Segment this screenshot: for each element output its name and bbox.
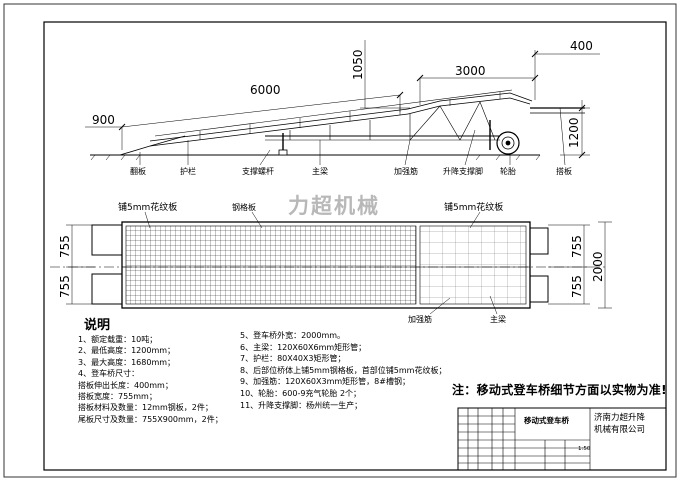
label-support-screw: 支撑螺杆: [242, 166, 274, 176]
notes-heading: 说明: [84, 318, 111, 333]
note-line: 尾板尺寸及数量：755X900mm，2件；: [78, 414, 223, 424]
dim-ramp-length: 6000: [250, 83, 281, 97]
note-line: 8、后部位桥体上铺5mm钢格板，首部位铺5mm花纹板；: [240, 365, 447, 375]
company-line-1: 济南力超升降: [594, 413, 646, 423]
note-line: 4、登车桥尺寸：: [78, 369, 140, 379]
label-grating: 钢格板: [232, 202, 256, 212]
dim-rear-span: 3000: [455, 64, 486, 78]
dim-track-bottom-right: 755: [570, 275, 584, 298]
company-line-2: 机械有限公司: [594, 425, 646, 435]
dim-track-top-right: 755: [570, 235, 584, 258]
note-line: 9、加强筋：120X60X3mm矩形管，8#槽钢；: [240, 377, 410, 387]
note-line: 3、最大高度：1680mm；: [78, 357, 176, 367]
label-checker-left: 铺5mm花纹板: [118, 201, 177, 213]
note-line: 10、轮胎：600-9充气轮胎 2个；: [240, 388, 362, 398]
dim-height: 1200: [567, 117, 581, 148]
dim-plan-width: 2000: [591, 251, 605, 282]
title-block: [457, 407, 667, 471]
notes-right: 5、登车桥外宽：2000mm。 6、主梁：120X60X6mm矩形管； 7、护栏…: [240, 330, 446, 411]
side-dimensions: [85, 40, 600, 156]
dim-track-top: 755: [58, 235, 72, 258]
note-line: 5、登车桥外宽：2000mm。: [240, 331, 346, 340]
label-plan-main-beam: 主梁: [490, 314, 506, 324]
note-line: 6、主梁：120X60X6mm矩形管；: [240, 342, 367, 352]
watermark: 力超机械: [288, 194, 380, 218]
note-line: 搭板伸出长度：400mm；: [78, 380, 173, 390]
inner-frame: [43, 21, 667, 471]
note-line: 搭板宽度：755mm；: [78, 392, 157, 402]
dim-rise: 1050: [351, 49, 365, 80]
note-line: 搭板材料及数量：12mm钢板，2件；: [78, 403, 213, 413]
title-block-scale: 1:50: [578, 446, 591, 452]
plan-dimensions: [66, 221, 612, 309]
label-front-plate: 翻板: [130, 166, 146, 176]
label-guardrail: 护栏: [180, 166, 196, 176]
label-reinforcing-rib: 加强筋: [394, 166, 418, 176]
title-block-title: 移动式登车桥: [524, 416, 569, 425]
plan-view: [50, 221, 608, 309]
label-lap-plate: 搭板: [556, 166, 572, 176]
note-line: 7、护栏：80X40X3矩形管；: [240, 354, 346, 364]
title-block-company: 济南力超升降 机械有限公司: [594, 412, 654, 436]
label-plan-rib: 加强筋: [408, 314, 432, 324]
side-leaders: [139, 107, 566, 166]
note-line: 2、最低高度：1200mm；: [78, 346, 176, 356]
dim-front-gap: 900: [92, 113, 115, 127]
plan-leaders: [144, 211, 498, 315]
notes-left: 说明 1、额定载重：10吨； 2、最低高度：1200mm； 3、最大高度：168…: [78, 318, 223, 425]
label-tire: 轮胎: [500, 166, 516, 176]
dim-track-bottom: 755: [58, 275, 72, 298]
note-line: 11、升降支撑脚：杨州统一生产；: [240, 400, 363, 410]
label-checker-right: 铺5mm花纹板: [444, 201, 503, 213]
side-view: [90, 89, 585, 161]
note-line: 1、额定载重：10吨；: [78, 335, 158, 344]
detail-remark: 注：移动式登车桥细节方面以实物为准!: [452, 383, 667, 397]
dimension-ticks: [118, 50, 586, 159]
label-lift-leg: 升降支撑脚: [443, 166, 483, 176]
label-main-beam: 主梁: [312, 166, 328, 176]
dim-lip: 400: [570, 39, 593, 53]
outer-frame: [3, 3, 677, 478]
